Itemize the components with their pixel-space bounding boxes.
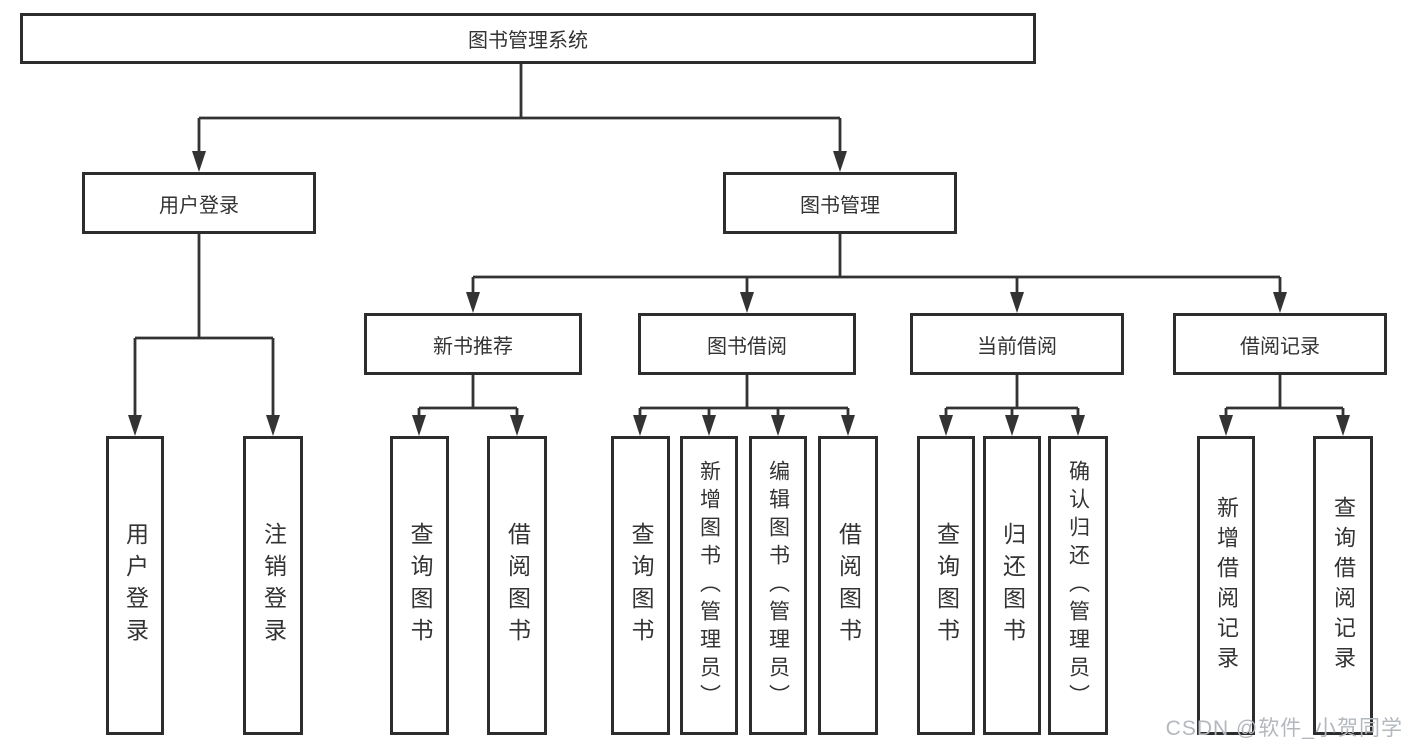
node-root: 图书管理系统 bbox=[20, 13, 1036, 64]
csdn-watermark: CSDN @软件_小贺同学 bbox=[1165, 717, 1403, 740]
leaf-bb-edit-books-admin: 编辑图书（管理员） bbox=[749, 436, 807, 735]
node-book-borrow: 图书借阅 bbox=[638, 313, 856, 375]
leaf-cb-confirm-return-admin: 确认归还（管理员） bbox=[1048, 436, 1108, 735]
leaf-bb-borrow-books: 借阅图书 bbox=[818, 436, 878, 735]
connector-paths bbox=[133, 64, 1345, 420]
leaf-cb-query-books: 查询图书 bbox=[917, 436, 975, 735]
arrow-down-icons bbox=[128, 151, 1350, 436]
node-new-book-recommend: 新书推荐 bbox=[364, 313, 582, 375]
leaf-logout: 注销登录 bbox=[243, 436, 303, 735]
node-book-management: 图书管理 bbox=[723, 172, 957, 234]
node-user-login: 用户登录 bbox=[82, 172, 316, 234]
leaf-nbr-query-books: 查询图书 bbox=[390, 436, 449, 735]
leaf-bb-add-books-admin: 新增图书（管理员） bbox=[680, 436, 738, 735]
leaf-bb-query-books: 查询图书 bbox=[611, 436, 670, 735]
node-current-borrow: 当前借阅 bbox=[910, 313, 1124, 375]
leaf-nbr-borrow-books: 借阅图书 bbox=[487, 436, 547, 735]
leaf-cb-return-books: 归还图书 bbox=[983, 436, 1041, 735]
leaf-br-add-record: 新增借阅记录 bbox=[1197, 436, 1255, 735]
node-borrow-records: 借阅记录 bbox=[1173, 313, 1387, 375]
leaf-br-query-record: 查询借阅记录 bbox=[1313, 436, 1373, 735]
leaf-user-login: 用户登录 bbox=[106, 436, 164, 735]
